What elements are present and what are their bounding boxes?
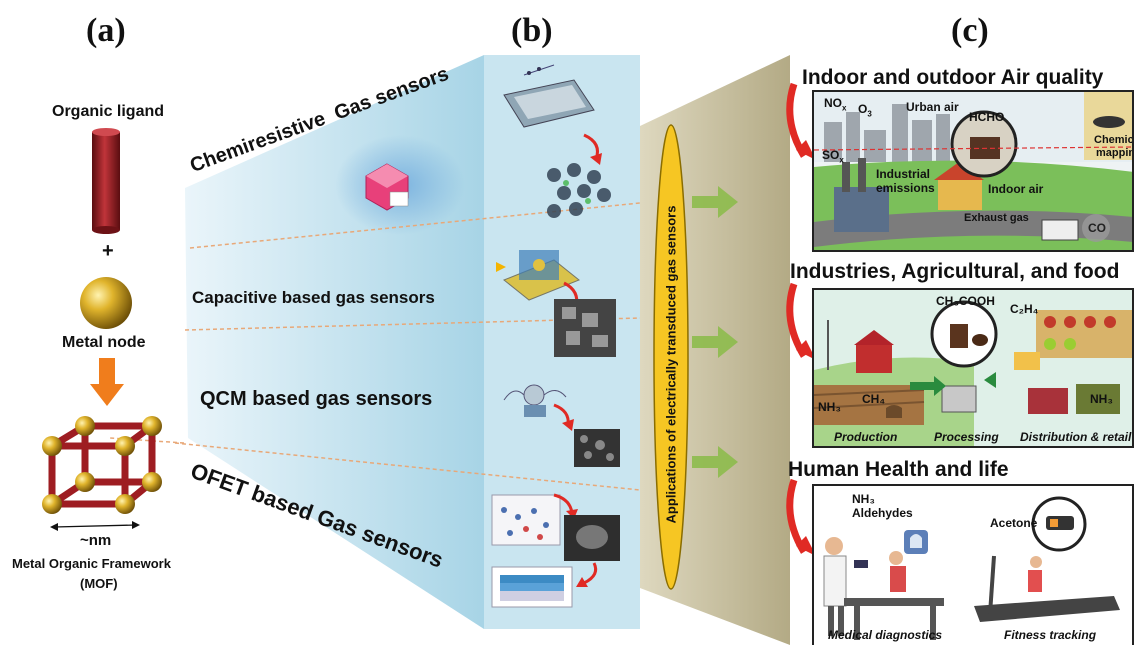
exhaust-gas-label: Exhaust gas: [964, 212, 1029, 224]
green-arrow-2: [692, 326, 738, 358]
fitness-tracking-label: Fitness tracking: [1004, 628, 1097, 642]
red-arrow-2: [786, 282, 816, 360]
chemical-mapping-label-1: Chemical: [1094, 134, 1134, 146]
nh3-label-field: NH₃: [818, 400, 841, 414]
sensor-type-capacitive: Capacitive based gas sensors: [192, 288, 435, 307]
sensor-type-qcm: QCM based gas sensors: [200, 388, 433, 410]
nh3-label-spoiled: NH₃: [1090, 392, 1113, 406]
ofet-device-illustration: [491, 493, 620, 608]
app-box-industries: CH₃COOH C₂H₄ CH₄ NH₃ NH₃ Production Proc…: [812, 288, 1134, 448]
mof-cube: [42, 416, 162, 514]
nox-label: NOx: [824, 96, 847, 113]
indoor-air-label: Indoor air: [988, 182, 1044, 196]
app-title-health: Human Health and life: [788, 458, 1009, 481]
mof-crystal-icon: [365, 163, 409, 211]
industries-scene: [814, 300, 1132, 446]
app-box-health: NH₃ Aldehydes Acetone Medical diagnostic…: [812, 484, 1134, 645]
processing-label: Processing: [934, 430, 999, 444]
organic-ligand-label: Organic ligand: [52, 103, 165, 120]
air-quality-scene: [814, 92, 1132, 250]
co-label: CO: [1088, 221, 1106, 235]
hcho-label: HCHO: [969, 110, 1005, 124]
panel-label-a: (a): [86, 12, 126, 49]
dashed-separator: [109, 437, 185, 444]
nh3-health-label: NH₃: [852, 492, 875, 506]
red-curved-arrows: [786, 82, 816, 556]
dashed-separator: [189, 202, 641, 249]
health-scene: [823, 496, 1120, 640]
o3-label: O3: [858, 102, 872, 119]
ch4-label: CH₄: [862, 392, 886, 406]
red-arrow-1: [786, 82, 816, 160]
chemiresistive-device-illustration: [503, 64, 611, 218]
chemical-mapping-label-2: mapping: [1096, 147, 1132, 159]
sensor-illustrations: [491, 64, 620, 608]
metal-node-label: Metal node: [62, 334, 146, 351]
panel-label-b: (b): [511, 12, 553, 49]
green-arrows: [692, 186, 738, 478]
ligand-rod: [92, 128, 120, 234]
green-arrow-1: [692, 186, 738, 218]
down-arrow: [90, 358, 124, 406]
qcm-device-illustration: [503, 384, 620, 467]
scale-label: ~nm: [80, 532, 112, 549]
capacitive-device-illustration: [496, 250, 616, 357]
panel-label-c: (c): [951, 12, 989, 49]
central-applications-pill: [653, 124, 689, 590]
so-label: SOx: [822, 148, 844, 165]
mof-label-line2: (MOF): [80, 576, 118, 591]
app-title-air-quality: Indoor and outdoor Air quality: [802, 66, 1104, 89]
app-title-industries: Industries, Agricultural, and food: [790, 260, 1120, 283]
ch3cooh-label: CH₃COOH: [936, 294, 995, 308]
scale-arrow: [50, 521, 140, 531]
app-box-air-quality: NOx O3 Urban air HCHO SOx Industrial emi…: [812, 90, 1134, 252]
plus-sign: +: [102, 240, 114, 262]
red-arrow-3: [786, 478, 816, 556]
c2h4-label: C₂H₄: [1010, 302, 1039, 316]
medical-diagnostics-label: Medical diagnostics: [828, 628, 943, 642]
green-arrow-3: [692, 446, 738, 478]
distribution-label: Distribution & retail: [1020, 430, 1132, 444]
industrial-label-2: emissions: [876, 181, 935, 195]
acetone-label: Acetone: [990, 516, 1038, 530]
urban-air-label: Urban air: [906, 100, 959, 114]
industrial-label-1: Industrial: [876, 167, 931, 181]
central-applications-label: Applications of electrically transduced …: [663, 205, 679, 524]
production-label: Production: [834, 430, 898, 444]
aldehydes-label: Aldehydes: [852, 506, 913, 520]
metal-node-sphere: [80, 277, 132, 329]
dashed-separator: [174, 442, 641, 491]
mof-label-line1: Metal Organic Framework: [12, 556, 171, 571]
